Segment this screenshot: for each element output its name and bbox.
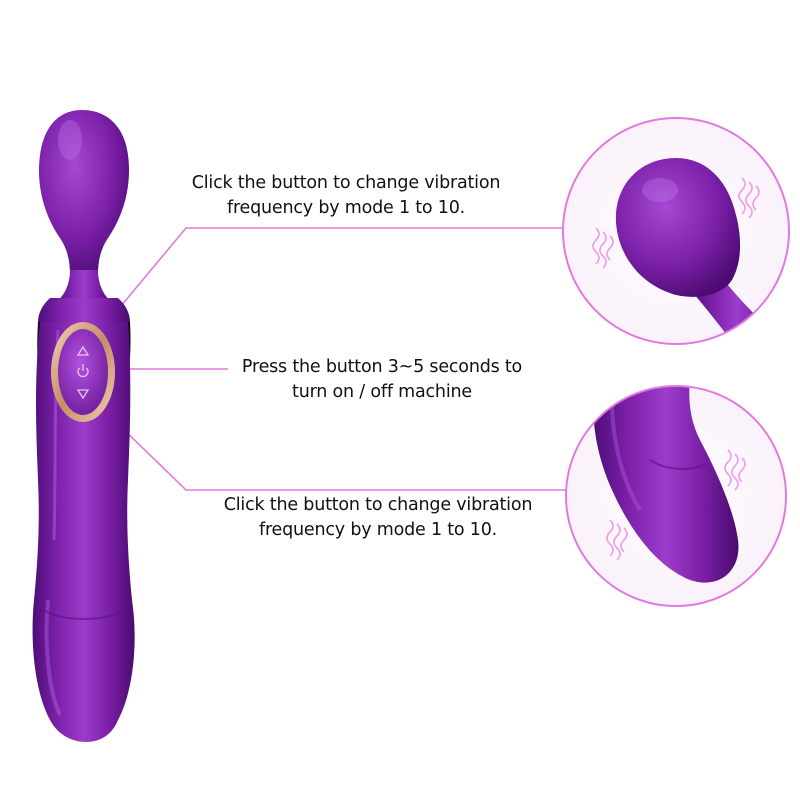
callout-middle-line1: Press the button 3~5 seconds to <box>241 357 523 377</box>
callout-line-bottom <box>85 392 566 491</box>
callout-top-line1: Click the button to change vibration <box>191 173 501 193</box>
callout-bottom: Click the button to change vibration fre… <box>208 493 548 543</box>
power-icon <box>77 364 89 378</box>
callout-top: Click the button to change vibration fre… <box>176 171 516 221</box>
zoom-body <box>593 386 739 583</box>
wand-body <box>32 322 135 742</box>
vibration-wave-icon <box>606 449 746 561</box>
zoom-head <box>615 158 741 297</box>
callout-bottom-line1: Click the button to change vibration <box>223 495 533 515</box>
wand <box>32 110 135 742</box>
wand-head <box>38 110 130 275</box>
vibration-wave-icon <box>592 177 760 269</box>
triangle-down-icon <box>76 389 90 400</box>
zoom-circle-bottom <box>565 385 787 607</box>
callout-middle: Press the button 3~5 seconds to turn on … <box>212 355 552 405</box>
triangle-up-icon <box>76 345 90 356</box>
zoom-circle-top <box>562 117 790 345</box>
wand-neck <box>56 270 112 302</box>
callout-bottom-line2: frequency by mode 1 to 10. <box>258 520 497 540</box>
callout-line-top <box>85 227 566 349</box>
callout-top-line2: frequency by mode 1 to 10. <box>226 198 465 218</box>
callout-middle-line2: turn on / off machine <box>292 382 472 402</box>
control-panel <box>58 329 108 415</box>
